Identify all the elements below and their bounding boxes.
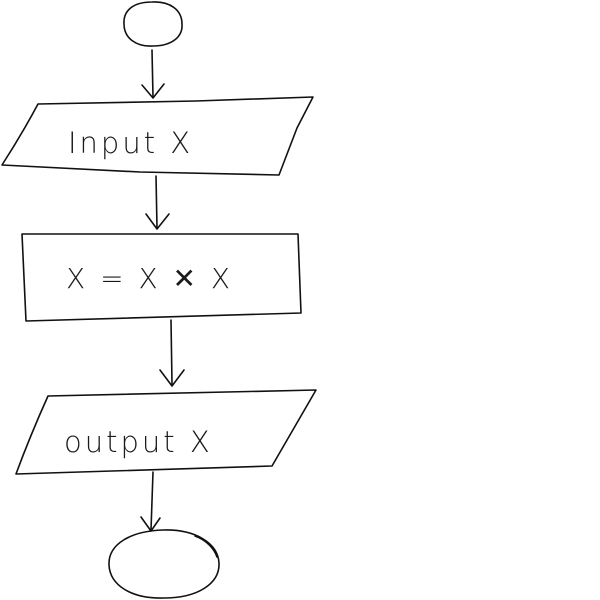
output-parallelogram	[15, 389, 317, 475]
arrow-process-to-output	[159, 319, 185, 387]
arrow-input-to-process	[145, 175, 170, 230]
arrow-start-to-input	[141, 49, 165, 99]
arrow-output-to-end	[140, 471, 161, 532]
process-label: X = X ✕ X	[66, 262, 233, 295]
end-terminal-overstroke	[194, 535, 218, 558]
input-parallelogram	[1, 96, 314, 176]
start-terminal	[123, 1, 183, 47]
process-box	[21, 233, 302, 322]
output-label: output X	[64, 425, 213, 459]
input-label: Input X	[68, 126, 193, 160]
